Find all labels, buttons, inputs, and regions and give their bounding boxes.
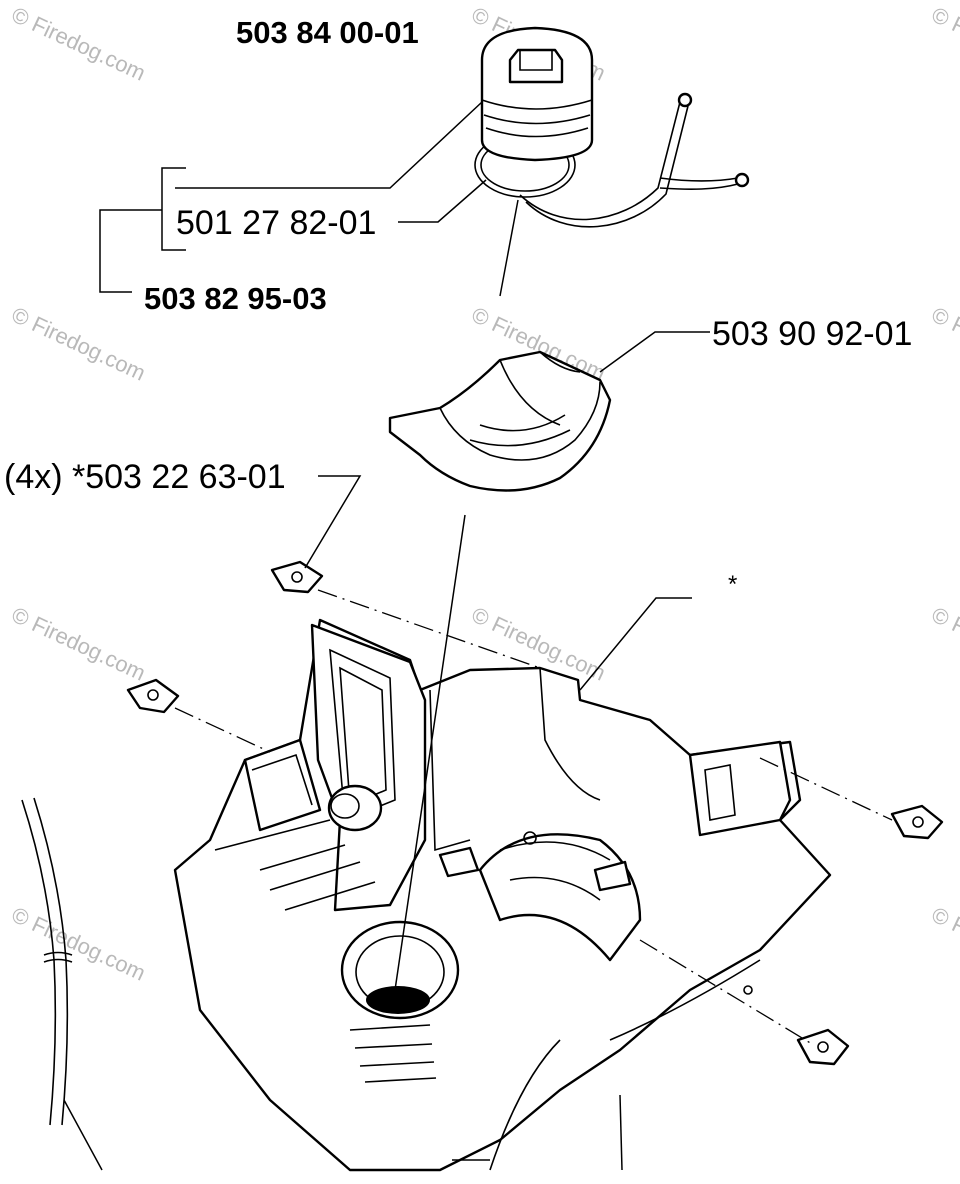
fuel-tank-housing-drawing bbox=[173, 618, 832, 1172]
label-fuel-cap-assembly: 503 84 00-01 bbox=[236, 15, 419, 50]
clip-nut-drawings bbox=[126, 560, 944, 1066]
fuel-hose-drawing bbox=[21, 797, 73, 1126]
clip-nut-left bbox=[126, 678, 180, 714]
label-cap-kit: 503 82 95-03 bbox=[144, 281, 327, 316]
fuel-cap-drawing bbox=[474, 26, 750, 228]
watermark-text: © Firedog.com bbox=[928, 2, 960, 86]
label-asterisk: * bbox=[728, 571, 737, 598]
watermark-text: © Firedog.com bbox=[8, 302, 150, 386]
watermark-text: © Firedog.com bbox=[8, 602, 150, 686]
clip-nut-top bbox=[270, 560, 324, 594]
watermark-text: © Firedog.com bbox=[928, 902, 960, 986]
tank-insert-drawing bbox=[388, 350, 612, 492]
leader-lines bbox=[63, 101, 893, 1171]
watermark-text: © Firedog.com bbox=[928, 302, 960, 386]
clip-nut-right bbox=[890, 804, 944, 840]
label-clip-nut: (4x) *503 22 63-01 bbox=[4, 458, 286, 496]
watermark-text: © Firedog.com bbox=[8, 2, 150, 86]
label-tank-insert: 503 90 92-01 bbox=[712, 315, 912, 353]
label-cap-gasket: 501 27 82-01 bbox=[176, 204, 376, 242]
clip-nut-bottom bbox=[796, 1028, 850, 1066]
watermark-text: © Firedog.com bbox=[8, 902, 150, 986]
watermark-text: © Firedog.com bbox=[928, 602, 960, 686]
